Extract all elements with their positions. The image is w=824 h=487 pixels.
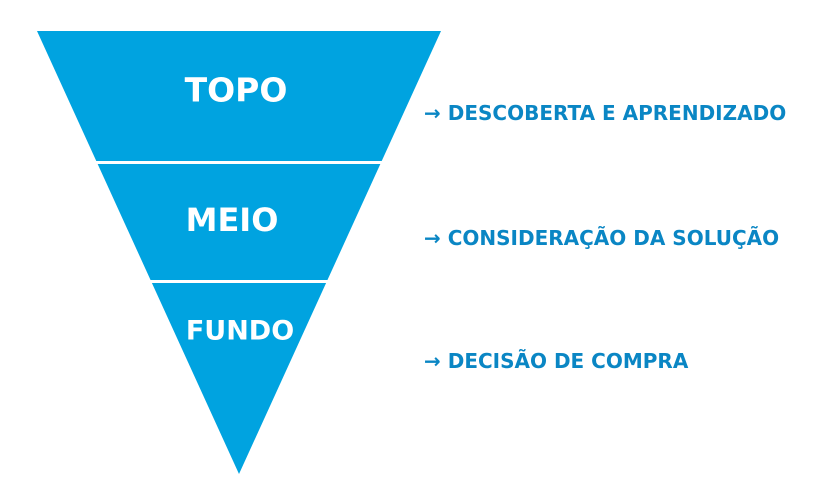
funnel-segment-fundo [151,283,327,474]
stage-description-fundo: → DECISÃO DE COMPRA [424,349,689,373]
stage-label-meio: MEIO [185,201,279,239]
funnel-segment-meio [97,164,381,280]
stage-description-topo: → DESCOBERTA E APRENDIZADO [424,101,787,125]
stage-label-fundo: FUNDO [185,315,295,347]
funnel-segment-topo [37,31,441,161]
stage-description-meio: → CONSIDERAÇÃO DA SOLUÇÃO [424,226,780,250]
stage-label-topo: TOPO [184,70,288,110]
